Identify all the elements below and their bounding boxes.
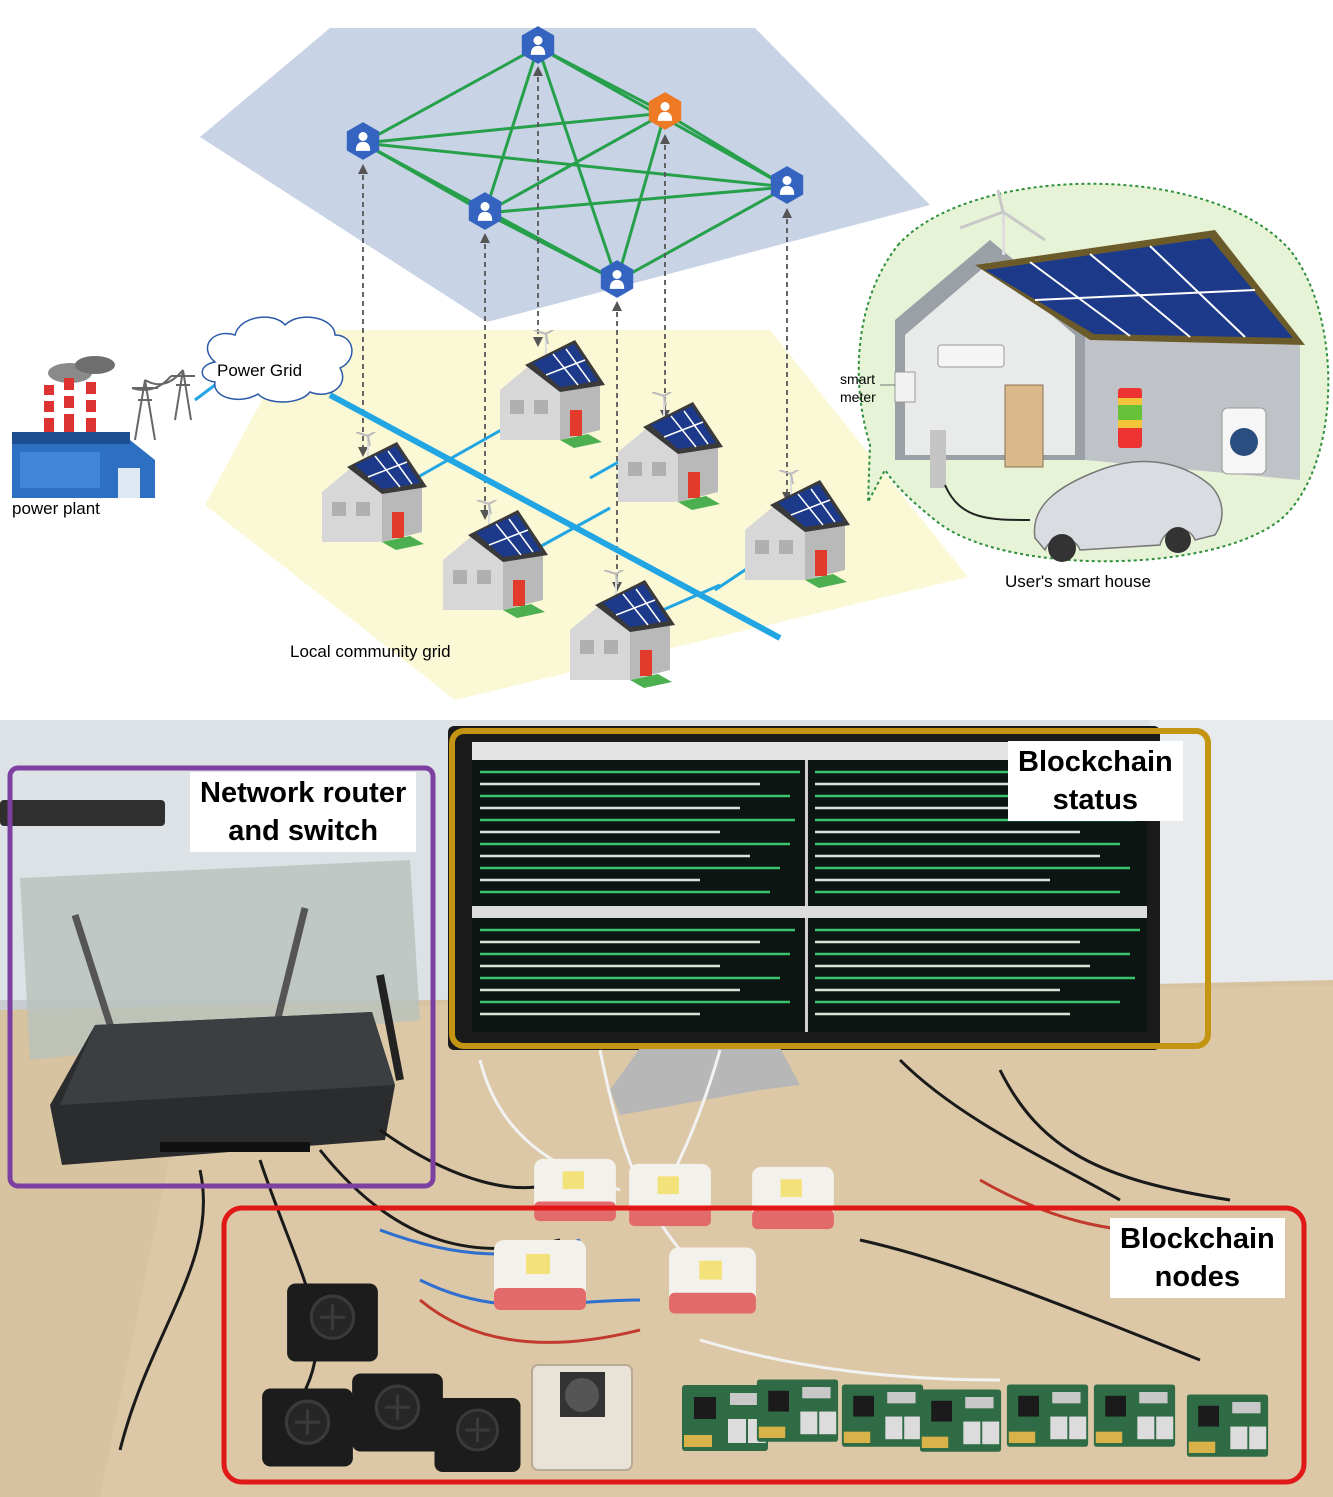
smart-meter-label-line: meter — [840, 389, 876, 405]
pi-case-white — [494, 1240, 586, 1310]
router-box-label-line: and switch — [228, 815, 379, 847]
raspberry-pi-board — [1006, 1384, 1089, 1447]
community-plane — [205, 330, 968, 700]
raspberry-pi-board — [1186, 1394, 1269, 1457]
smart-house-bubble — [857, 182, 1330, 563]
nodes-box-label-line: nodes — [1154, 1261, 1241, 1293]
raspberry-pi-board — [919, 1389, 1002, 1452]
status-box-label: Blockchain status — [1008, 741, 1183, 821]
smart-house-label: User's smart house — [1005, 572, 1151, 591]
pi-case-white — [669, 1247, 756, 1314]
router-box-label: Network router and switch — [190, 772, 417, 852]
raspberry-pi-board — [841, 1384, 924, 1447]
status-box-label-line: Blockchain — [1018, 746, 1173, 778]
nodes-box-label: Blockchain nodes — [1110, 1218, 1285, 1298]
power-grid-cloud — [201, 316, 353, 403]
router-device — [50, 907, 404, 1165]
router-highlight-box — [7, 765, 436, 1189]
nodes-box-label-line: Blockchain — [1120, 1223, 1275, 1255]
raspberry-pi-board — [682, 1385, 768, 1451]
architecture-diagram — [12, 26, 1330, 700]
status-box-label-line: status — [1052, 784, 1139, 816]
power-plant-label: power plant — [12, 499, 100, 518]
raspberry-pi-board — [756, 1379, 839, 1442]
pi-case-black — [432, 1396, 523, 1474]
power-grid-label: Power Grid — [217, 361, 303, 380]
pi-case-white — [629, 1163, 711, 1227]
router-box-label-line: Network router — [200, 777, 407, 809]
smart-meter-label: smart meter — [840, 370, 876, 406]
smart-meter-label-line: smart — [840, 371, 875, 387]
nodes-highlight-box — [221, 1205, 1307, 1485]
pi-case-black — [350, 1371, 445, 1454]
pi-case-black — [285, 1281, 380, 1364]
pi-case-black — [260, 1386, 355, 1469]
power-plant-icon — [12, 356, 155, 498]
pi-case-white — [752, 1166, 834, 1230]
arrowheads — [358, 66, 792, 592]
raspberry-pi-board — [1093, 1384, 1176, 1447]
status-highlight-box — [449, 728, 1211, 1049]
peer-links — [362, 45, 788, 283]
pi-fan-case — [531, 1364, 633, 1471]
transmission-towers-icon — [131, 369, 195, 441]
node-house-links — [362, 68, 788, 590]
local-grid-label: Local community grid — [290, 642, 451, 661]
pi-case-white — [534, 1158, 616, 1222]
blockchain-plane — [200, 28, 930, 322]
terminal-output — [480, 770, 1140, 1016]
